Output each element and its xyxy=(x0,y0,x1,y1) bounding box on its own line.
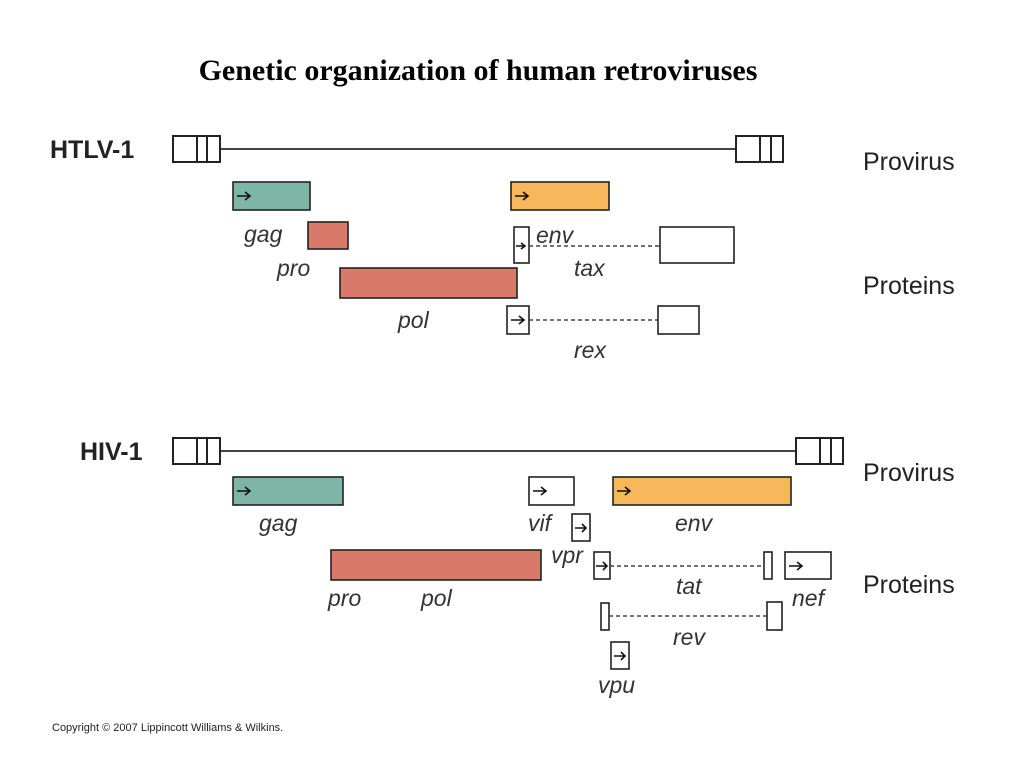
hiv-rev-exon1 xyxy=(600,602,610,631)
diagram-title: Genetic organization of human retrovirus… xyxy=(199,54,758,87)
htlv-gag-bar xyxy=(232,181,311,211)
hiv-pol-bar xyxy=(330,549,542,581)
htlv-tax-exon1 xyxy=(513,226,530,264)
htlv-env-label: env xyxy=(536,222,575,248)
hiv-tat-exon2 xyxy=(763,551,773,580)
htlv-tax-arrow xyxy=(516,242,527,250)
hiv-nef-arrow xyxy=(789,561,804,571)
htlv-ltr-left xyxy=(172,135,221,163)
hiv-rev-exon2 xyxy=(766,601,783,631)
htlv-tax-exon2 xyxy=(659,226,735,264)
hiv-tat-arrow xyxy=(596,561,609,571)
hiv-gag-arrow xyxy=(237,486,252,496)
htlv-pro-label: pro xyxy=(276,255,310,281)
hiv-ltr-right xyxy=(795,437,844,465)
hiv-vif-label: vif xyxy=(528,510,554,536)
hiv-provirus-label: Provirus xyxy=(863,459,955,487)
hiv-rev-label: rev xyxy=(673,624,706,650)
hiv-env-bar xyxy=(612,476,792,506)
hiv-pro-label: pro xyxy=(327,585,361,611)
hiv-tat-label: tat xyxy=(676,573,703,599)
htlv-rex-exon2 xyxy=(657,305,700,335)
hiv-vif-arrow xyxy=(533,486,548,496)
hiv-gag-bar xyxy=(232,476,344,506)
hiv-proteins-label: Proteins xyxy=(863,571,955,599)
htlv-rex-label: rex xyxy=(574,337,607,363)
hiv-vpu-arrow xyxy=(614,651,627,661)
copyright-notice: Copyright © 2007 Lippincott Williams & W… xyxy=(52,722,283,734)
htlv-name: HTLV-1 xyxy=(50,136,134,164)
htlv-provirus-label: Provirus xyxy=(863,148,955,176)
htlv-gag-label: gag xyxy=(244,221,283,247)
htlv-ltr-right xyxy=(735,135,784,163)
htlv-proteins-label: Proteins xyxy=(863,272,955,300)
htlv-tax-label: tax xyxy=(574,255,606,281)
hiv-vpu-label: vpu xyxy=(598,672,635,698)
hiv-vpr-arrow xyxy=(575,523,588,533)
hiv-ltr-left xyxy=(172,437,221,465)
htlv-section: HTLV-1 Provirus Proteins gag pro pol env xyxy=(50,135,955,363)
htlv-pro-bar xyxy=(307,221,349,250)
hiv-env-arrow xyxy=(617,486,632,496)
htlv-pol-label: pol xyxy=(397,307,430,333)
hiv-pol-label: pol xyxy=(420,585,453,611)
htlv-rex-arrow xyxy=(511,315,526,325)
hiv-env-label: env xyxy=(675,510,714,536)
hiv-gag-label: gag xyxy=(259,510,298,536)
hiv-vpr-label: vpr xyxy=(551,542,584,568)
htlv-gag-arrow xyxy=(237,191,252,201)
htlv-pol-bar xyxy=(339,267,518,299)
hiv-nef-label: nef xyxy=(792,585,827,611)
hiv-name: HIV-1 xyxy=(80,438,143,466)
htlv-env-arrow xyxy=(515,191,530,201)
hiv-section: HIV-1 Provirus Proteins gag pro pol vif … xyxy=(80,437,955,698)
